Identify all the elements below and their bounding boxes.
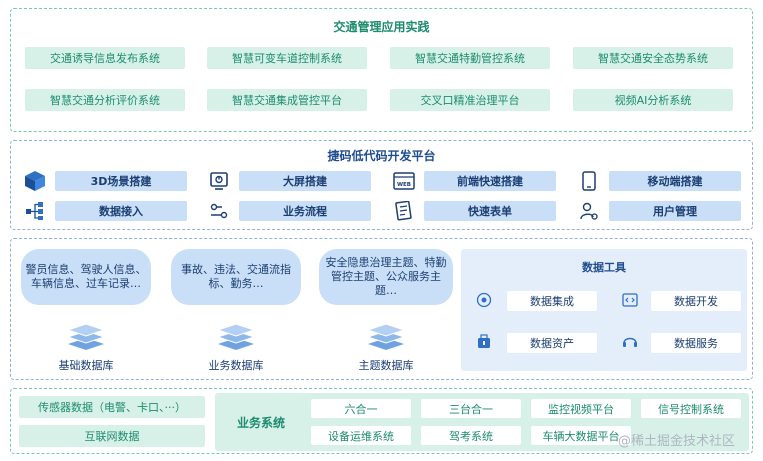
app-system-chip: 交通诱导信息发布系统 [25, 47, 185, 69]
dashboard-icon [207, 169, 231, 193]
business-system-chip: 驾考系统 [421, 426, 521, 445]
app-system-chip: 智慧交通安全态势系统 [573, 47, 733, 69]
svg-text:WEB: WEB [397, 182, 411, 188]
app-system-chip: 智慧交通分析评价系统 [25, 89, 185, 111]
database-content: 安全隐患治理主题、特勤管控主题、公众服务主题… [319, 249, 453, 305]
data-tool-chip: 数据集成 [507, 291, 597, 311]
database-stack-icon [366, 319, 406, 355]
business-system-chip: 车辆大数据平台 [531, 426, 631, 445]
cube-icon [23, 169, 47, 193]
app-system-chip: 智慧交通特勤管控系统 [390, 47, 550, 69]
business-system-chip: 六合一 [311, 399, 411, 418]
database-label: 主题数据库 [358, 359, 414, 372]
business-systems-label: 业务系统 [236, 416, 285, 430]
data-tools-title: 数据工具 [582, 261, 626, 274]
business-system-chip: 三台合一 [421, 399, 521, 418]
data-tool-chip: 数据开发 [651, 291, 741, 311]
data-tool-chip: 数据服务 [651, 333, 741, 353]
data-tree-icon [23, 199, 47, 223]
mobile-icon [577, 169, 601, 193]
integration-icon [475, 291, 493, 309]
business-system-chip: 设备运维系统 [311, 426, 411, 445]
database-label: 业务数据库 [208, 359, 264, 372]
lowcode-chip: 移动端搭建 [609, 171, 741, 191]
data-tool-chip: 数据资产 [507, 333, 597, 353]
lowcode-chip: 前端快速搭建 [424, 171, 556, 191]
web-icon: WEB [392, 169, 416, 193]
lowcode-chip: 3D场景搭建 [55, 171, 187, 191]
lowcode-chip: 用户管理 [609, 201, 741, 221]
app-system-chip: 交叉口精准治理平台 [390, 89, 550, 111]
lowcode-chip: 业务流程 [239, 201, 371, 221]
database-label: 基础数据库 [58, 359, 114, 372]
app-section-title: 交通管理应用实践 [333, 20, 430, 34]
data-tools-panel: 数据工具 数据集成 数据开发 数据资产 数据服务 [461, 249, 747, 371]
watermark: @稀土掘金技术社区 [618, 434, 736, 449]
bottom-section: 传感器数据（电警、卡口、···） 互联网数据 业务系统 六合一 三台合一 监控视… [10, 388, 753, 454]
app-system-chip: 视频AI分析系统 [573, 89, 733, 111]
code-icon [621, 291, 639, 309]
app-section: 交通管理应用实践 交通诱导信息发布系统 智慧可变车道控制系统 智慧交通特勤管控系… [10, 8, 753, 132]
asset-icon [475, 333, 493, 351]
data-source-chip: 传感器数据（电警、卡口、···） [19, 396, 205, 418]
flow-icon [207, 199, 231, 223]
database-content: 事故、违法、交通流指标、勤务… [171, 249, 301, 305]
service-icon [621, 333, 639, 351]
lowcode-section-title: 捷码低代码开发平台 [327, 149, 436, 163]
business-systems-panel: 业务系统 六合一 三台合一 监控视频平台 信号控制系统 设备运维系统 驾考系统 … [215, 393, 749, 451]
database-stack-icon [66, 319, 106, 355]
lowcode-chip: 快速表单 [424, 201, 556, 221]
form-icon [392, 199, 416, 223]
lowcode-chip: 数据接入 [55, 201, 187, 221]
data-source-chip: 互联网数据 [19, 425, 205, 447]
database-stack-icon [216, 319, 256, 355]
lowcode-chip: 大屏搭建 [239, 171, 371, 191]
data-section: 警员信息、驾驶人信息、车辆信息、过车记录… 基础数据库 事故、违法、交通流指标、… [10, 238, 753, 380]
app-system-chip: 智慧交通集成管控平台 [207, 89, 367, 111]
database-content: 警员信息、驾驶人信息、车辆信息、过车记录… [21, 249, 151, 305]
lowcode-section: 捷码低代码开发平台 3D场景搭建 大屏搭建 WEB 前端快速搭建 移动端搭建 数… [10, 140, 753, 230]
user-gear-icon [577, 199, 601, 223]
app-system-chip: 智慧可变车道控制系统 [207, 47, 367, 69]
business-system-chip: 信号控制系统 [641, 399, 741, 418]
business-system-chip: 监控视频平台 [531, 399, 631, 418]
